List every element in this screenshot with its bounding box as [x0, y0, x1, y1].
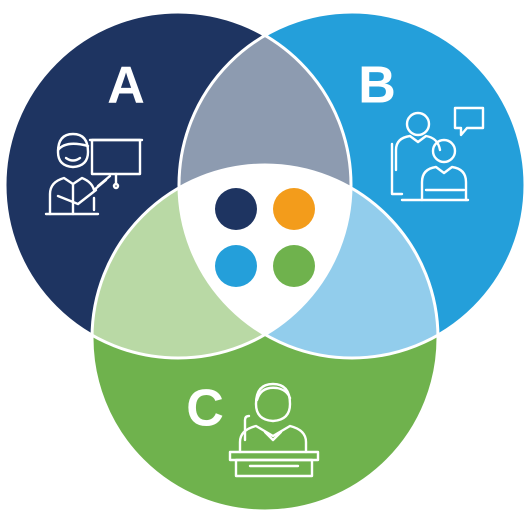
set-label-b: B [358, 57, 396, 115]
meeting-chat-icon [390, 106, 485, 202]
set-label-a: A [107, 57, 145, 115]
speaker-podium-icon [228, 382, 320, 478]
circle-outlines [3, 10, 527, 513]
center-dot-orange [273, 188, 315, 230]
center-dot-blue [215, 245, 257, 287]
presenter-whiteboard-icon [44, 132, 144, 216]
set-label-c: C [186, 380, 224, 438]
center-dot-navy [215, 188, 257, 230]
center-dot-green [273, 245, 315, 287]
